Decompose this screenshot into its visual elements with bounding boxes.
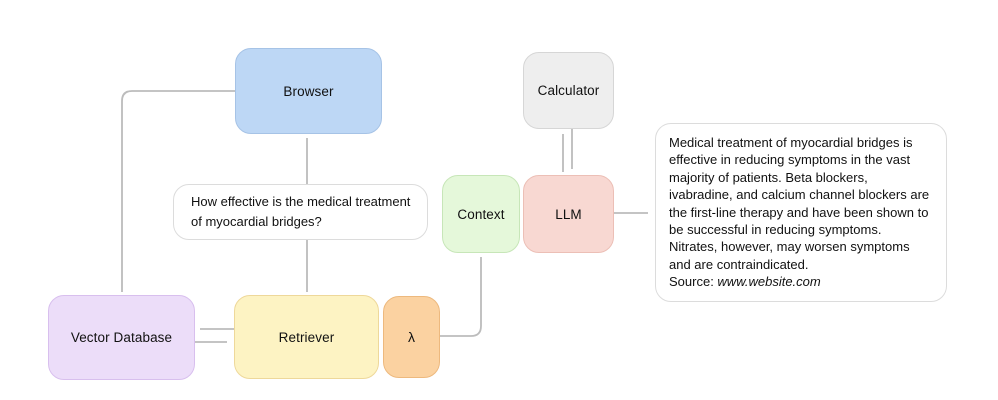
node-browser: Browser (235, 48, 382, 134)
node-retriever-label: Retriever (278, 329, 335, 345)
node-context-label: Context (457, 206, 505, 222)
node-calculator-label: Calculator (537, 83, 600, 98)
node-lambda-label: λ (407, 329, 416, 345)
node-retriever: Retriever (234, 295, 379, 379)
answer-source-line: Source: www.website.com (669, 273, 933, 290)
answer-source-prefix: Source: (669, 274, 718, 290)
edge-browser-to-vector-database (121, 90, 235, 292)
answer-bubble: Medical treatment of myocardial bridges … (655, 123, 947, 302)
node-llm-label: LLM (555, 206, 582, 222)
edge-lambda-to-context (438, 257, 482, 337)
node-calculator: Calculator (523, 52, 614, 129)
question-bubble: How effective is the medical treatment o… (173, 184, 428, 240)
node-vector-database-label: Vector Database (70, 330, 173, 345)
answer-source-url: www.website.com (717, 274, 821, 290)
node-vector-database: Vector Database (48, 295, 195, 380)
node-context: Context (442, 175, 520, 253)
node-browser-label: Browser (283, 83, 334, 99)
node-lambda: λ (383, 296, 440, 378)
question-text: How effective is the medical treatment o… (191, 194, 411, 229)
node-llm: LLM (523, 175, 614, 253)
answer-text: Medical treatment of myocardial bridges … (669, 135, 930, 272)
